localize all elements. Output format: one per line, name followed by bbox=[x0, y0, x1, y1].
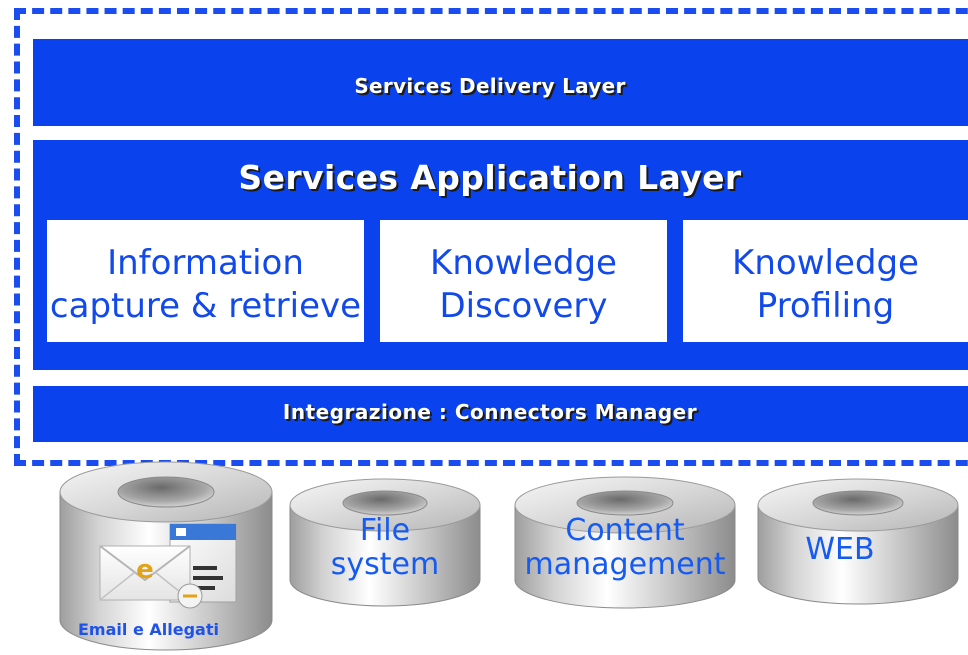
content-management-label-line2: management bbox=[524, 547, 726, 582]
services-delivery-layer-label: Services Delivery Layer bbox=[354, 74, 626, 98]
services-delivery-layer bbox=[33, 39, 968, 126]
services-application-layer-title: Services Application Layer bbox=[238, 158, 742, 197]
web-database bbox=[757, 478, 959, 605]
web-label: WEB bbox=[805, 532, 875, 567]
file-system-database bbox=[289, 478, 481, 607]
email-attachments-label: Email e Allegati bbox=[78, 620, 219, 639]
integration-layer bbox=[33, 386, 968, 442]
file-system-label-line1: File bbox=[359, 513, 411, 548]
content-management-database bbox=[514, 476, 736, 609]
email-icon: e bbox=[99, 523, 237, 609]
knowledge-discovery-module-line1: Knowledge bbox=[430, 243, 617, 283]
content-management-label-line1: Content bbox=[565, 513, 685, 548]
knowledge-discovery-module-line2: Discovery bbox=[439, 286, 608, 326]
information-capture-module: Information capture & retrieve bbox=[47, 220, 364, 342]
information-capture-module-line1: Information bbox=[107, 243, 304, 283]
knowledge-profiling-module: Knowledge Profiling bbox=[683, 220, 968, 342]
file-system-label-line2: system bbox=[330, 547, 440, 582]
file-system-label: File system bbox=[330, 514, 440, 582]
knowledge-discovery-module: Knowledge Discovery bbox=[380, 220, 667, 342]
platform-boundary bbox=[14, 8, 968, 466]
knowledge-profiling-module-line2: Profiling bbox=[756, 286, 895, 326]
content-management-label: Content management bbox=[515, 514, 735, 582]
information-capture-module-line2: capture & retrieve bbox=[49, 286, 362, 326]
integration-layer-label: Integrazione : Connectors Manager bbox=[282, 400, 698, 424]
knowledge-profiling-module-line1: Knowledge bbox=[732, 243, 919, 283]
email-icon-letter: e bbox=[136, 555, 154, 585]
